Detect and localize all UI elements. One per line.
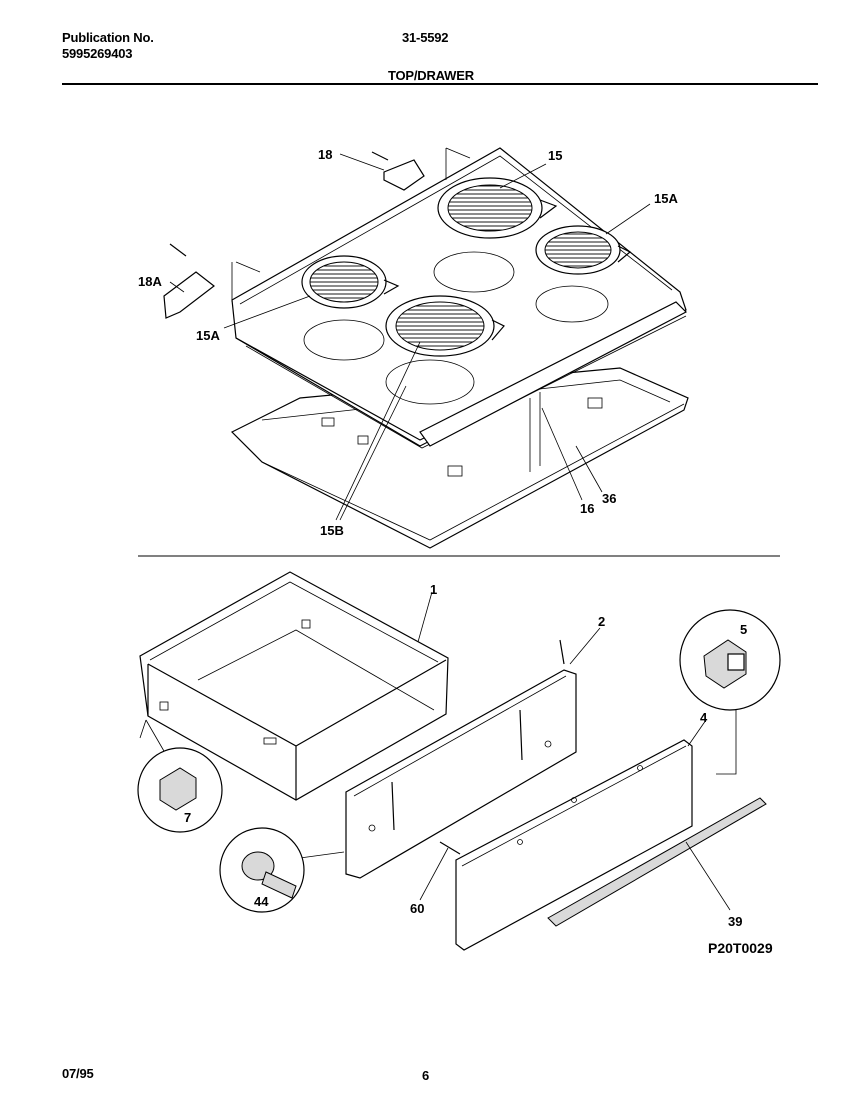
bracket-18a bbox=[163, 271, 215, 319]
callout-60: 60 bbox=[410, 901, 424, 916]
screw-60 bbox=[439, 841, 461, 855]
drawer-handle bbox=[547, 797, 767, 927]
page-number: 6 bbox=[422, 1068, 430, 1083]
drawer-panel bbox=[345, 669, 577, 879]
callout-4: 4 bbox=[700, 710, 708, 725]
figure-code: P20T0029 bbox=[708, 940, 773, 956]
callout-16: 16 bbox=[580, 501, 594, 516]
drawer-assembly bbox=[137, 571, 781, 951]
section-title: TOP/DRAWER bbox=[388, 68, 474, 83]
bracket-18 bbox=[383, 159, 425, 191]
cooktop-assembly bbox=[163, 147, 689, 549]
drawer-front bbox=[455, 739, 693, 951]
callout-labels: 18 15 15A 18A 15A 15B 16 36 1 2 5 4 7 44… bbox=[138, 147, 747, 929]
header-rule bbox=[62, 83, 818, 85]
callout-15a-left: 15A bbox=[196, 328, 220, 343]
front-trim bbox=[419, 301, 688, 447]
callout-44: 44 bbox=[254, 894, 269, 909]
callout-36: 36 bbox=[602, 491, 616, 506]
footer-date: 07/95 bbox=[62, 1066, 94, 1081]
callout-39: 39 bbox=[728, 914, 742, 929]
callout-1: 1 bbox=[430, 582, 437, 597]
callout-7: 7 bbox=[184, 810, 191, 825]
model-number: 31-5592 bbox=[402, 30, 449, 45]
publication-label: Publication No. bbox=[62, 30, 154, 45]
callout-15: 15 bbox=[548, 148, 562, 163]
callout-18: 18 bbox=[318, 147, 332, 162]
callout-5: 5 bbox=[740, 622, 747, 637]
callout-15b: 15B bbox=[320, 523, 344, 538]
callout-18a: 18A bbox=[138, 274, 162, 289]
publication-number: 5995269403 bbox=[62, 46, 133, 61]
callout-15a-right: 15A bbox=[654, 191, 678, 206]
callout-2: 2 bbox=[598, 614, 605, 629]
